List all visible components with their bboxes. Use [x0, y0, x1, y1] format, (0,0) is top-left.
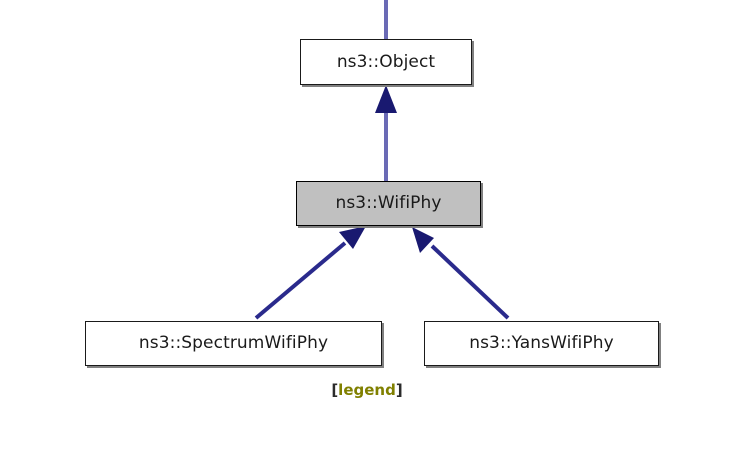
- edge-yanswifiphy-to-wifiphy: [412, 227, 510, 320]
- edge-wifiphy-to-object: [375, 85, 397, 181]
- legend-row: [legend]: [0, 381, 734, 399]
- class-node-ns3-wifiphy[interactable]: ns3::WifiPhy: [296, 181, 481, 226]
- legend-open-bracket: [: [331, 381, 339, 399]
- class-node-ns3-object[interactable]: ns3::Object: [300, 39, 472, 85]
- class-node-ns3-yanswifiphy[interactable]: ns3::YansWifiPhy: [424, 321, 659, 366]
- class-node-label: ns3::SpectrumWifiPhy: [138, 333, 329, 353]
- legend-close-bracket: ]: [395, 381, 403, 399]
- class-node-label: ns3::Object: [336, 51, 436, 72]
- class-node-label: ns3::YansWifiPhy: [469, 333, 614, 353]
- class-node-label: ns3::WifiPhy: [335, 193, 442, 213]
- class-node-ns3-spectrumwifiphy[interactable]: ns3::SpectrumWifiPhy: [85, 321, 382, 366]
- legend-link[interactable]: legend: [338, 381, 396, 399]
- edge-spectrumwifiphy-to-wifiphy: [254, 226, 366, 320]
